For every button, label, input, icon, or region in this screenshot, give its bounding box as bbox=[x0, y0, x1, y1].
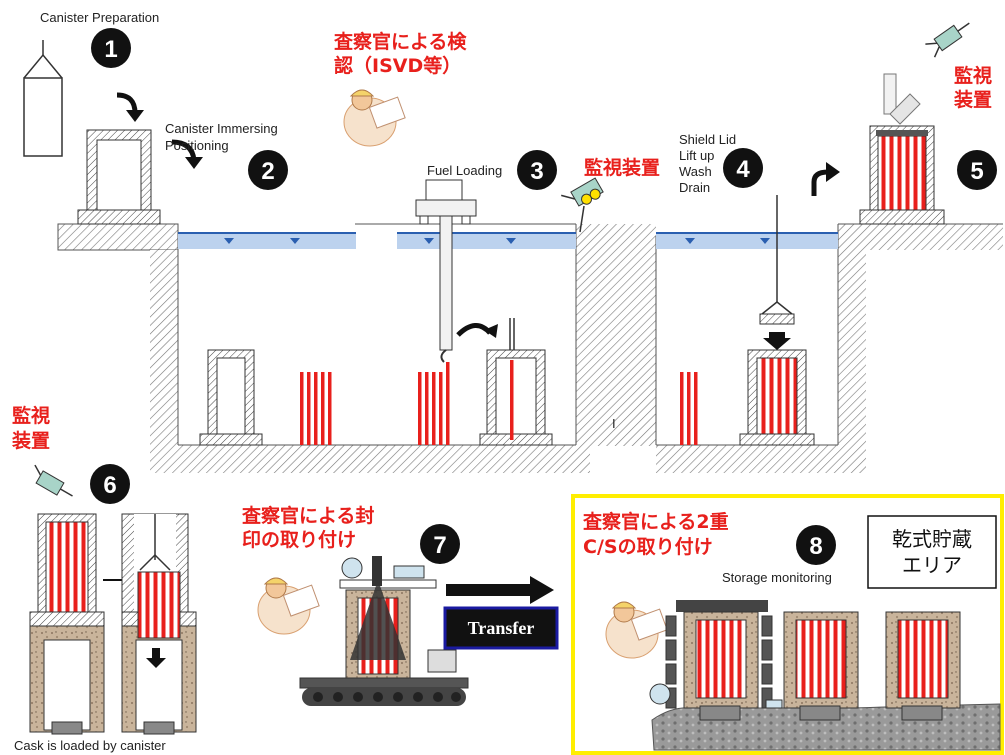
transfer-button[interactable]: Transfer bbox=[443, 606, 559, 650]
step-badge-1: 1 bbox=[91, 28, 131, 68]
camera-icon bbox=[925, 22, 970, 58]
step-3-fuel-loading bbox=[343, 89, 604, 446]
monitor-device-left-line-1: 監視 bbox=[12, 404, 50, 427]
step-badge-5: 5 bbox=[957, 150, 997, 190]
inspector-double-cs-line-1: 査察官による2重 bbox=[582, 510, 729, 533]
step-badge-3: 3 bbox=[517, 150, 557, 190]
step-8-storage-area: 乾式貯蔵 エリア bbox=[571, 494, 1004, 755]
step-7-transfer-vehicle bbox=[257, 556, 554, 706]
svg-text:6: 6 bbox=[103, 472, 116, 499]
step-badge-2: 2 bbox=[248, 150, 288, 190]
step-4-label-line-2: Lift up bbox=[679, 148, 714, 163]
step-4-label-line-1: Shield Lid bbox=[679, 132, 736, 147]
stray-mark: I bbox=[612, 416, 616, 431]
transfer-label: Transfer bbox=[468, 618, 535, 638]
dry-storage-line-1: 乾式貯蔵 bbox=[892, 527, 972, 551]
step-badge-6: 6 bbox=[90, 464, 130, 504]
svg-text:8: 8 bbox=[809, 533, 822, 560]
step-2-label-line-1: Canister Immersing bbox=[165, 121, 278, 136]
inspector-verify-line-1: 査察官による検 bbox=[333, 30, 467, 53]
ground-and-pools bbox=[57, 223, 1003, 473]
step-4-lid-drain bbox=[680, 162, 840, 446]
monitor-device-right-line-1: 監視 bbox=[954, 64, 992, 87]
step-5-canister-on-ground bbox=[859, 22, 970, 225]
inspector-double-cs-line-2: C/Sの取り付け bbox=[583, 535, 713, 558]
step-badge-4: 4 bbox=[723, 148, 763, 188]
inspector-figure bbox=[257, 577, 320, 635]
monitor-device-right-line-2: 装置 bbox=[953, 88, 992, 111]
inspector-figure bbox=[343, 89, 406, 147]
step-badge-7: 7 bbox=[420, 524, 460, 564]
camera-icon bbox=[34, 464, 73, 497]
monitor-device-left-line-2: 装置 bbox=[11, 429, 50, 452]
step-2-immersing bbox=[171, 139, 332, 446]
step-1-label: Canister Preparation bbox=[40, 10, 159, 25]
inspector-verify-line-2: 認（ISVD等） bbox=[334, 54, 461, 77]
svg-text:7: 7 bbox=[433, 532, 446, 559]
step-2-label-line-2: Positioning bbox=[165, 138, 229, 153]
inspector-seal-line-1: 査察官による封 bbox=[241, 504, 374, 527]
step-6-label: Cask is loaded by canister bbox=[14, 738, 166, 753]
svg-text:2: 2 bbox=[261, 158, 274, 185]
step-4-label-line-4: Drain bbox=[679, 180, 710, 195]
svg-text:4: 4 bbox=[736, 156, 750, 183]
monitor-device-inline: 監視装置 bbox=[584, 156, 660, 179]
step-badge-8: 8 bbox=[796, 525, 836, 565]
inspector-seal-line-2: 印の取り付け bbox=[242, 528, 356, 551]
inspector-figure bbox=[605, 601, 668, 659]
svg-text:5: 5 bbox=[970, 158, 983, 185]
svg-text:3: 3 bbox=[530, 158, 543, 185]
svg-text:1: 1 bbox=[104, 36, 117, 63]
step-6-cask-loading bbox=[29, 464, 197, 735]
step-3-label: Fuel Loading bbox=[427, 163, 502, 178]
step-8-label: Storage monitoring bbox=[722, 570, 832, 585]
dry-storage-line-2: エリア bbox=[902, 553, 962, 577]
step-4-label-line-3: Wash bbox=[679, 164, 712, 179]
step-1-canister-prep bbox=[23, 40, 161, 225]
camera-icon bbox=[561, 177, 604, 207]
